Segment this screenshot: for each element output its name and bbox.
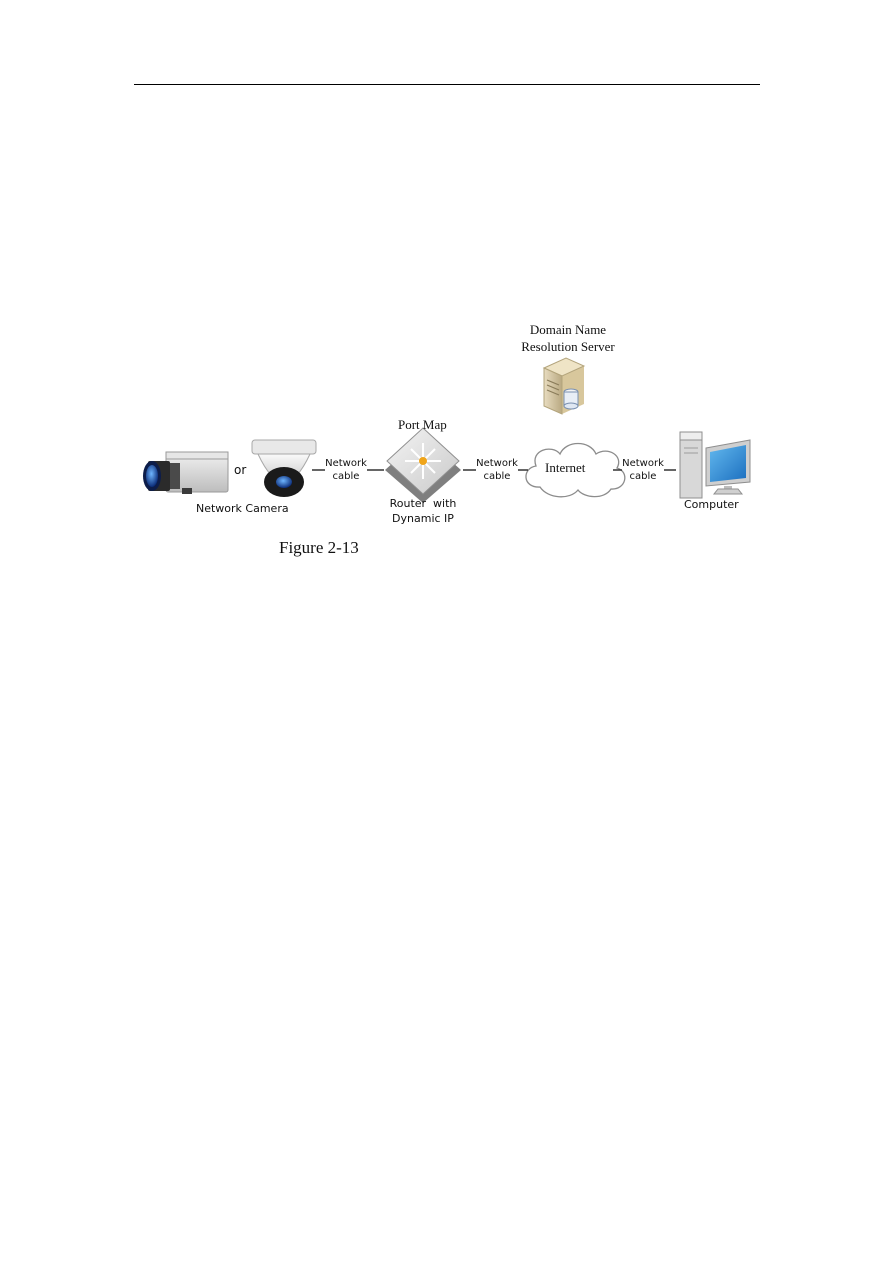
dns-server-label: Domain Name Resolution Server <box>521 322 615 354</box>
port-map-label: Port Map <box>398 417 447 432</box>
internet-label: Internet <box>545 460 586 475</box>
internet-cloud-icon <box>525 442 626 498</box>
network-diagram <box>143 357 751 503</box>
dns-server-icon <box>542 357 586 415</box>
router-label: Router with Dynamic IP <box>389 497 457 525</box>
link-label-router-internet: Network cable <box>476 458 518 482</box>
router-icon <box>385 427 461 503</box>
dome-camera-icon <box>251 439 317 497</box>
figure-caption: Figure 2-13 <box>279 538 359 557</box>
page-header-rule <box>134 84 760 85</box>
network-camera-label: Network Camera <box>196 502 289 515</box>
link-label-internet-computer: Network cable <box>622 458 664 482</box>
computer-label: Computer <box>684 498 739 511</box>
box-camera-icon <box>143 451 229 494</box>
link-label-camera-router: Network cable <box>325 458 367 482</box>
or-label: or <box>234 463 247 477</box>
computer-icon <box>679 431 751 499</box>
